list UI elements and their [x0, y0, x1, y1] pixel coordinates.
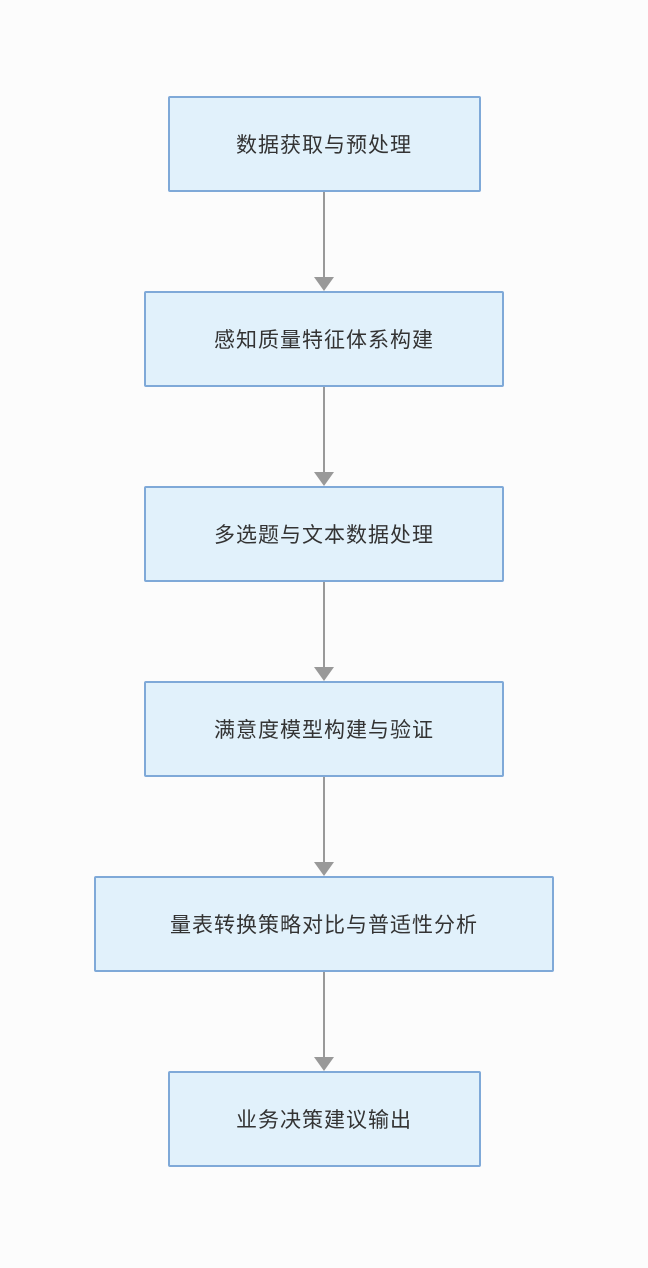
- arrowhead-down-icon: [314, 277, 334, 291]
- flow-node-label: 业务决策建议输出: [236, 1109, 412, 1132]
- connector-line: [323, 777, 325, 862]
- connector-line: [323, 387, 325, 472]
- arrowhead-down-icon: [314, 667, 334, 681]
- flow-node-data-preprocessing: 数据获取与预处理: [167, 96, 481, 192]
- flow-node-scale-conversion-analysis: 量表转换策略对比与普适性分析: [94, 876, 554, 972]
- arrow-down-connector: [313, 192, 335, 291]
- arrow-down-connector: [313, 387, 335, 486]
- connector-line: [323, 192, 325, 277]
- flow-node-quality-feature-system: 感知质量特征体系构建: [144, 291, 504, 387]
- flow-node-business-decision-output: 业务决策建议输出: [167, 1071, 481, 1167]
- flow-node-label: 数据获取与预处理: [236, 134, 412, 157]
- arrow-down-connector: [313, 777, 335, 876]
- arrow-down-connector: [313, 582, 335, 681]
- connector-line: [323, 582, 325, 667]
- flow-node-multichoice-text-processing: 多选题与文本数据处理: [144, 486, 504, 582]
- flow-node-label: 量表转换策略对比与普适性分析: [170, 914, 478, 937]
- connector-line: [323, 972, 325, 1057]
- flow-node-label: 感知质量特征体系构建: [214, 329, 434, 352]
- arrowhead-down-icon: [314, 862, 334, 876]
- arrowhead-down-icon: [314, 1057, 334, 1071]
- arrow-down-connector: [313, 972, 335, 1071]
- flow-node-label: 多选题与文本数据处理: [214, 524, 434, 547]
- flow-node-satisfaction-model: 满意度模型构建与验证: [144, 681, 504, 777]
- arrowhead-down-icon: [314, 472, 334, 486]
- flow-node-label: 满意度模型构建与验证: [214, 719, 434, 742]
